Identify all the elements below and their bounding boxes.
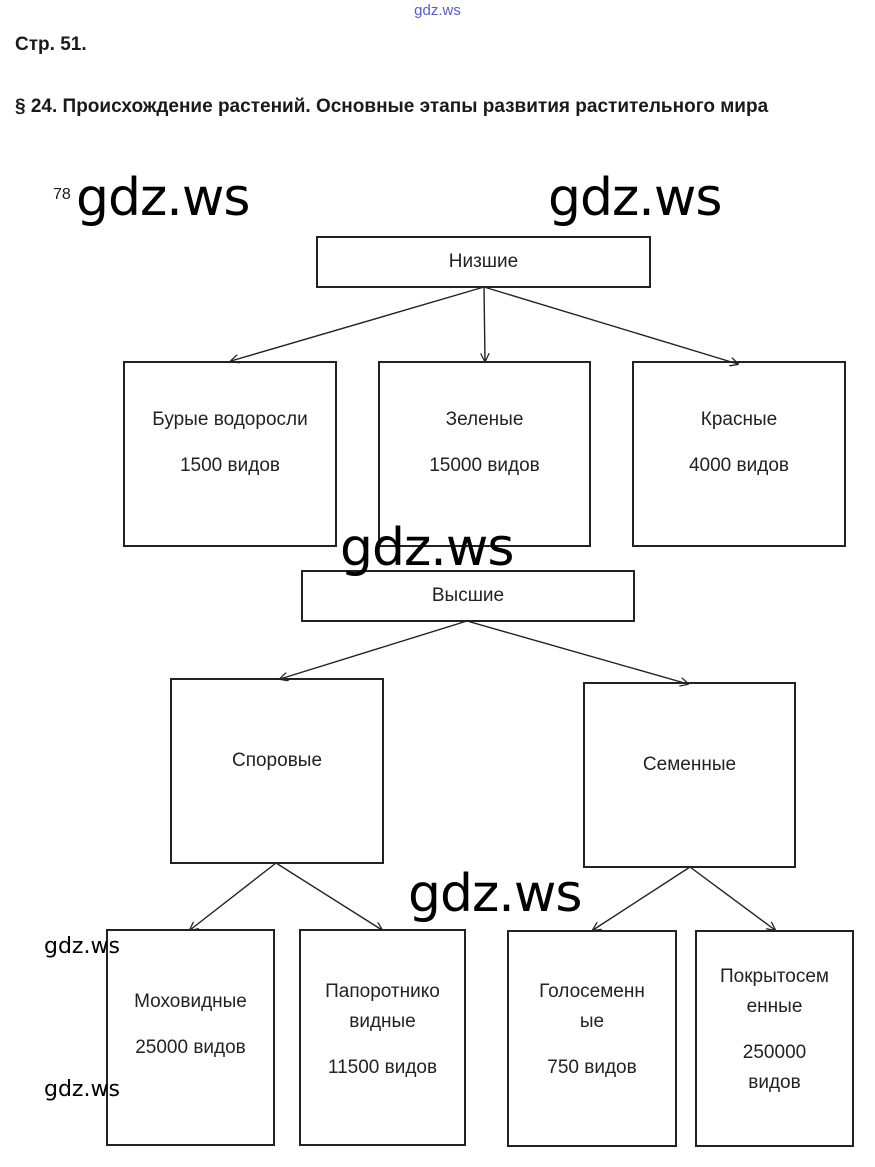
node-name: Покрытосем — [720, 966, 829, 987]
arrow-higher-to-spore — [280, 620, 468, 679]
node-gymnosperms: Голосеменн ые 750 видов — [507, 930, 677, 1147]
node-count: 25000 видов — [135, 1037, 246, 1058]
node-name: Зеленые — [445, 409, 524, 430]
node-higher-plants: Высшие — [301, 570, 635, 622]
node-angiosperms: Покрытосем енные 250000 видов — [695, 930, 854, 1147]
node-count: 4000 видов — [688, 455, 789, 476]
arrow-spore-to-moss — [190, 862, 277, 930]
node-count: 15000 видов — [429, 455, 540, 476]
node-name: ые — [579, 1011, 605, 1032]
node-count: видов — [748, 1072, 801, 1093]
arrow-lower-to-brown — [231, 286, 485, 361]
node-green-algae: Зеленые 15000 видов — [378, 361, 591, 547]
watermark: gdz.ws — [44, 934, 120, 959]
node-title: Низшие — [448, 251, 519, 272]
node-name: Бурые водоросли — [152, 409, 308, 430]
node-count: 1500 видов — [179, 455, 280, 476]
arrow-lower-to-red — [483, 286, 738, 364]
watermark: gdz.ws — [44, 1077, 120, 1102]
watermark: gdz.ws — [340, 518, 514, 578]
node-count: 250000 — [742, 1042, 807, 1063]
node-name: Папоротнико — [325, 981, 440, 1002]
arrow-higher-to-seed — [466, 620, 688, 684]
watermark: gdz.ws — [76, 168, 250, 228]
watermark: gdz.ws — [548, 168, 722, 228]
node-name: Красные — [700, 409, 778, 430]
node-count: 750 видов — [547, 1057, 637, 1078]
page-reference: Стр. 51. — [15, 34, 87, 55]
node-seed-plants: Семенные — [583, 682, 796, 868]
node-title: Высшие — [431, 585, 505, 606]
node-name: енные — [746, 996, 803, 1017]
arrow-spore-to-fern — [275, 862, 382, 930]
node-name: Моховидные — [134, 991, 247, 1012]
arrow-lower-to-green — [484, 286, 485, 361]
watermark: gdz.ws — [408, 864, 582, 924]
node-name: Споровые — [231, 750, 323, 771]
section-title: § 24. Происхождение растений. Основные э… — [15, 96, 769, 117]
node-count: 11500 видов — [327, 1057, 438, 1078]
node-ferns: Папоротнико видные 11500 видов — [299, 929, 466, 1146]
node-name: видные — [349, 1011, 416, 1032]
node-red-algae: Красные 4000 видов — [632, 361, 846, 547]
site-watermark-top: gdz.ws — [414, 2, 461, 19]
figure-number: 78 — [53, 186, 71, 203]
node-name: Семенные — [642, 754, 737, 775]
node-spore-plants: Споровые — [170, 678, 384, 864]
node-name: Голосеменн — [539, 981, 645, 1002]
node-brown-algae: Бурые водоросли 1500 видов — [123, 361, 337, 547]
arrow-seed-to-gymno — [593, 866, 691, 930]
arrow-seed-to-angio — [689, 866, 775, 930]
node-bryophytes: Моховидные 25000 видов — [106, 929, 275, 1146]
node-lower-plants: Низшие — [316, 236, 651, 288]
